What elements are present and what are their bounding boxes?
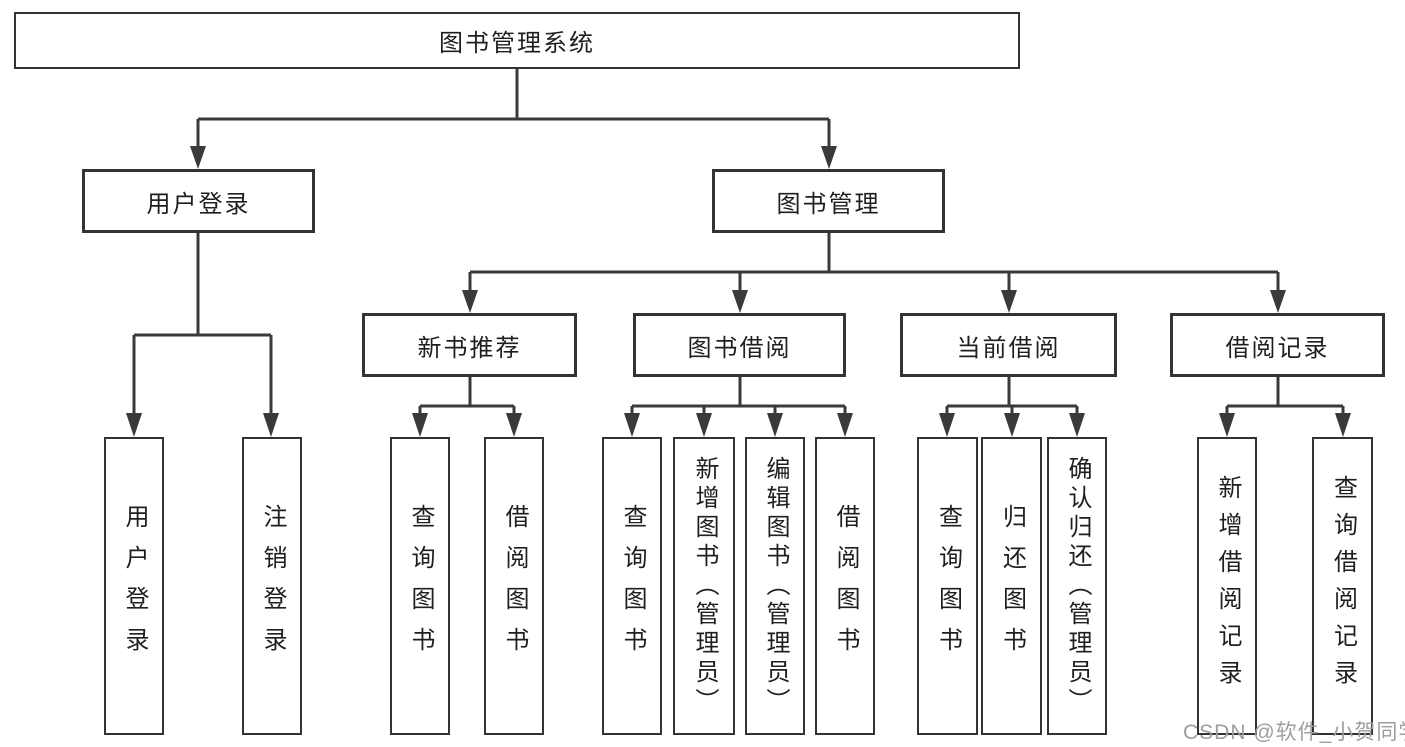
node-label: 当前借阅	[956, 334, 1061, 362]
leaf-borrow-book: 借阅图书	[815, 437, 875, 735]
node-label: 图书管理	[776, 190, 881, 218]
leaf-add-book-admin: 新增图书（管理员）	[673, 437, 735, 735]
leaf-label: 编辑图书（管理员）	[762, 455, 789, 717]
node-user-login: 用户登录	[82, 169, 315, 233]
leaf-label: 查询图书	[934, 504, 962, 668]
node-library-management-system: 图书管理系统	[14, 12, 1020, 69]
leaf-confirm-return-admin: 确认归还（管理员）	[1047, 437, 1107, 735]
node-label: 新书推荐	[417, 334, 522, 362]
node-label: 图书借阅	[687, 334, 792, 362]
leaf-query-book-borrowing: 查询图书	[602, 437, 662, 735]
leaf-label: 用户登录	[121, 504, 148, 668]
leaf-label: 归还图书	[998, 504, 1026, 668]
leaf-label: 查询图书	[407, 504, 434, 668]
leaf-label: 确认归还（管理员）	[1064, 455, 1091, 717]
leaf-return-book: 归还图书	[981, 437, 1042, 735]
leaf-query-book-current: 查询图书	[917, 437, 978, 735]
leaf-label: 借阅图书	[832, 504, 859, 668]
leaf-edit-book-admin: 编辑图书（管理员）	[745, 437, 805, 735]
watermark: CSDN @软件_小贺同学	[1183, 721, 1405, 744]
node-current-borrowing: 当前借阅	[900, 313, 1117, 377]
leaf-query-book-recommend: 查询图书	[390, 437, 450, 735]
node-label: 用户登录	[146, 190, 251, 218]
leaf-label: 查询图书	[619, 504, 646, 668]
node-borrowing-records: 借阅记录	[1170, 313, 1385, 377]
leaf-label: 注销登录	[259, 504, 286, 668]
leaf-user-login: 用户登录	[104, 437, 164, 735]
leaf-label: 借阅图书	[501, 504, 528, 668]
leaf-borrow-book-recommend: 借阅图书	[484, 437, 544, 735]
node-book-management: 图书管理	[712, 169, 945, 233]
node-label: 借阅记录	[1225, 334, 1330, 362]
leaf-logout: 注销登录	[242, 437, 302, 735]
leaf-label: 新增图书（管理员）	[691, 455, 718, 717]
leaf-label: 新增借阅记录	[1214, 475, 1241, 697]
leaf-add-borrow-record: 新增借阅记录	[1197, 437, 1257, 735]
node-label: 图书管理系统	[439, 30, 595, 57]
leaf-label: 查询借阅记录	[1329, 475, 1357, 697]
leaf-query-borrow-record: 查询借阅记录	[1312, 437, 1373, 735]
node-new-book-recommendation: 新书推荐	[362, 313, 577, 377]
node-book-borrowing: 图书借阅	[633, 313, 846, 377]
